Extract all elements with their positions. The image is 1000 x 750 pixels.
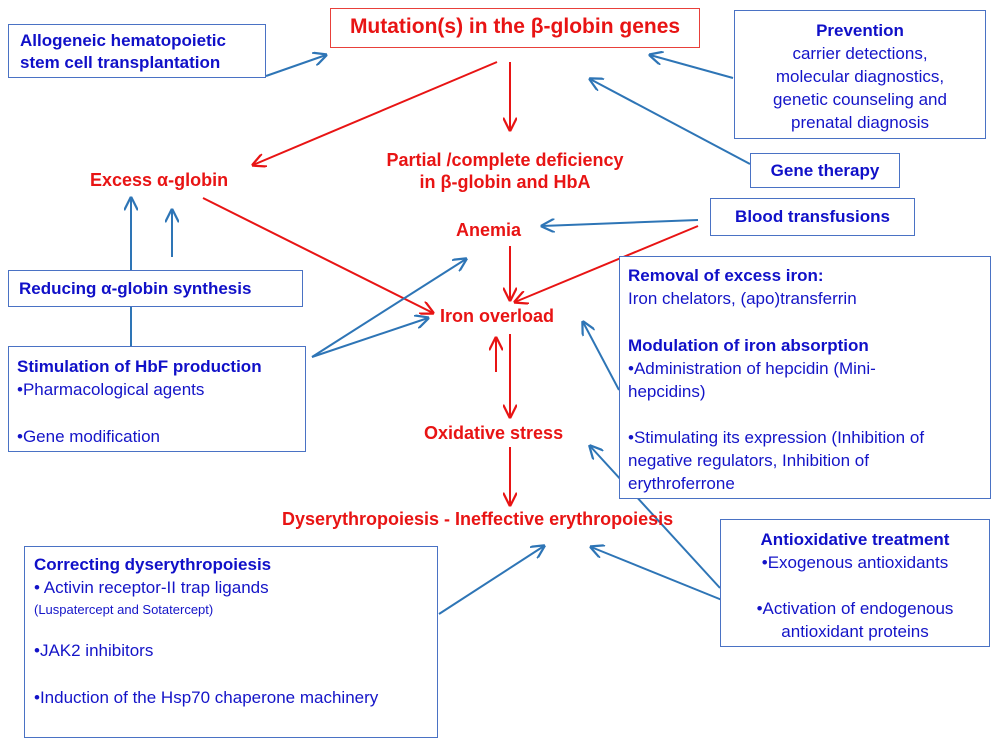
reducing-alpha-label: Reducing α-globin synthesis <box>19 279 252 298</box>
arrow-transplant-to-mutation <box>265 55 326 77</box>
correcting-item1: • Activin receptor-II trap ligands <box>34 578 269 597</box>
mutation-box <box>330 8 700 48</box>
reducing-alpha-box <box>8 270 303 307</box>
antioxidative-item1: •Exogenous antioxidants <box>761 553 949 572</box>
iron-text3c: erythroferrone <box>628 474 735 493</box>
iron-title2: Modulation of iron absorption <box>628 336 869 355</box>
prevention-text: Prevention carrier detections, molecular… <box>734 19 986 134</box>
transplant-line2: stem cell transplantation <box>20 53 221 72</box>
arrow-transfusion-to-iron <box>515 225 699 302</box>
transplant-text: Allogeneic hematopoietic stem cell trans… <box>20 30 226 74</box>
correcting-item1-sub: (Luspatercept and Sotatercept) <box>34 602 214 617</box>
iron-text1: Iron chelators, (apo)transferrin <box>628 289 857 308</box>
prevention-line2: molecular diagnostics, <box>775 67 945 86</box>
hbf-title: Stimulation of HbF production <box>17 357 262 376</box>
transplant-box <box>8 24 266 78</box>
prevention-title: Prevention <box>816 21 904 40</box>
arrow-antiox-to-dyserythro <box>591 547 723 601</box>
node-excess-alpha-globin: Excess α-globin <box>90 170 229 190</box>
arrow-correcting-to-dyserythro <box>438 546 544 615</box>
prevention-line1: carrier detections, <box>792 44 928 63</box>
gene-therapy-box <box>750 153 900 188</box>
iron-text3b: negative regulators, Inhibition of <box>628 451 869 470</box>
iron-text2b: hepcidins) <box>628 382 706 401</box>
arrow-prevention-to-mutation <box>650 55 734 79</box>
node-dyserythropoiesis: Dyserythropoiesis - Ineffective erythrop… <box>282 509 674 529</box>
hbf-box <box>8 346 306 452</box>
antioxidative-text: Antioxidative treatment •Exogenous antio… <box>720 528 990 643</box>
correcting-item2: •JAK2 inhibitors <box>34 641 154 660</box>
arrow-mutation-to-excess-alpha <box>253 61 498 165</box>
node-anemia: Anemia <box>456 220 522 240</box>
deficiency-line2: in β-globin and HbA <box>419 172 591 192</box>
arrow-genetherapy-to-mutation <box>590 79 751 165</box>
prevention-line4: prenatal diagnosis <box>791 113 929 132</box>
hbf-item1: •Pharmacological agents <box>17 380 205 399</box>
antioxidative-item2a: •Activation of endogenous <box>756 599 954 618</box>
antioxidative-spacer <box>720 574 990 597</box>
correcting-dyserythro-box <box>24 546 438 738</box>
transplant-line1: Allogeneic hematopoietic <box>20 31 226 50</box>
antioxidative-title: Antioxidative treatment <box>760 530 950 549</box>
antioxidative-box <box>720 519 990 647</box>
antioxidative-item2b: antioxidant proteins <box>781 622 929 641</box>
correcting-title: Correcting dyserythropoiesis <box>34 555 272 574</box>
arrow-transfusion-to-anemia <box>542 220 699 226</box>
blood-transfusions-box <box>710 198 915 236</box>
iron-text3a: •Stimulating its expression (Inhibition … <box>628 428 925 447</box>
iron-text2a: •Administration of hepcidin (Mini- <box>628 359 876 378</box>
iron-box <box>619 256 991 499</box>
node-oxidative-stress: Oxidative stress <box>424 423 564 443</box>
hbf-item2: •Gene modification <box>17 427 160 446</box>
prevention-box <box>734 10 986 139</box>
node-deficiency: Partial /complete deficiency in β-globin… <box>355 149 655 193</box>
mutation-title: Mutation(s) in the β-globin genes <box>349 15 681 38</box>
node-iron-overload: Iron overload <box>440 306 555 326</box>
arrow-antiox-to-oxidative <box>590 446 721 589</box>
deficiency-line1: Partial /complete deficiency <box>386 150 624 170</box>
iron-title1: Removal of excess iron: <box>628 266 824 285</box>
correcting-item3: •Induction of the Hsp70 chaperone machin… <box>34 688 379 707</box>
prevention-line3: genetic counseling and <box>773 90 947 109</box>
arrow-excess-alpha-to-iron <box>202 197 433 313</box>
arrow-hbf-to-iron <box>311 318 428 358</box>
gene-therapy-label: Gene therapy <box>770 161 880 180</box>
arrow-ironbox-to-iron <box>583 322 620 391</box>
blood-transfusions-label: Blood transfusions <box>735 207 890 226</box>
arrow-hbf-to-anemia <box>311 259 466 358</box>
